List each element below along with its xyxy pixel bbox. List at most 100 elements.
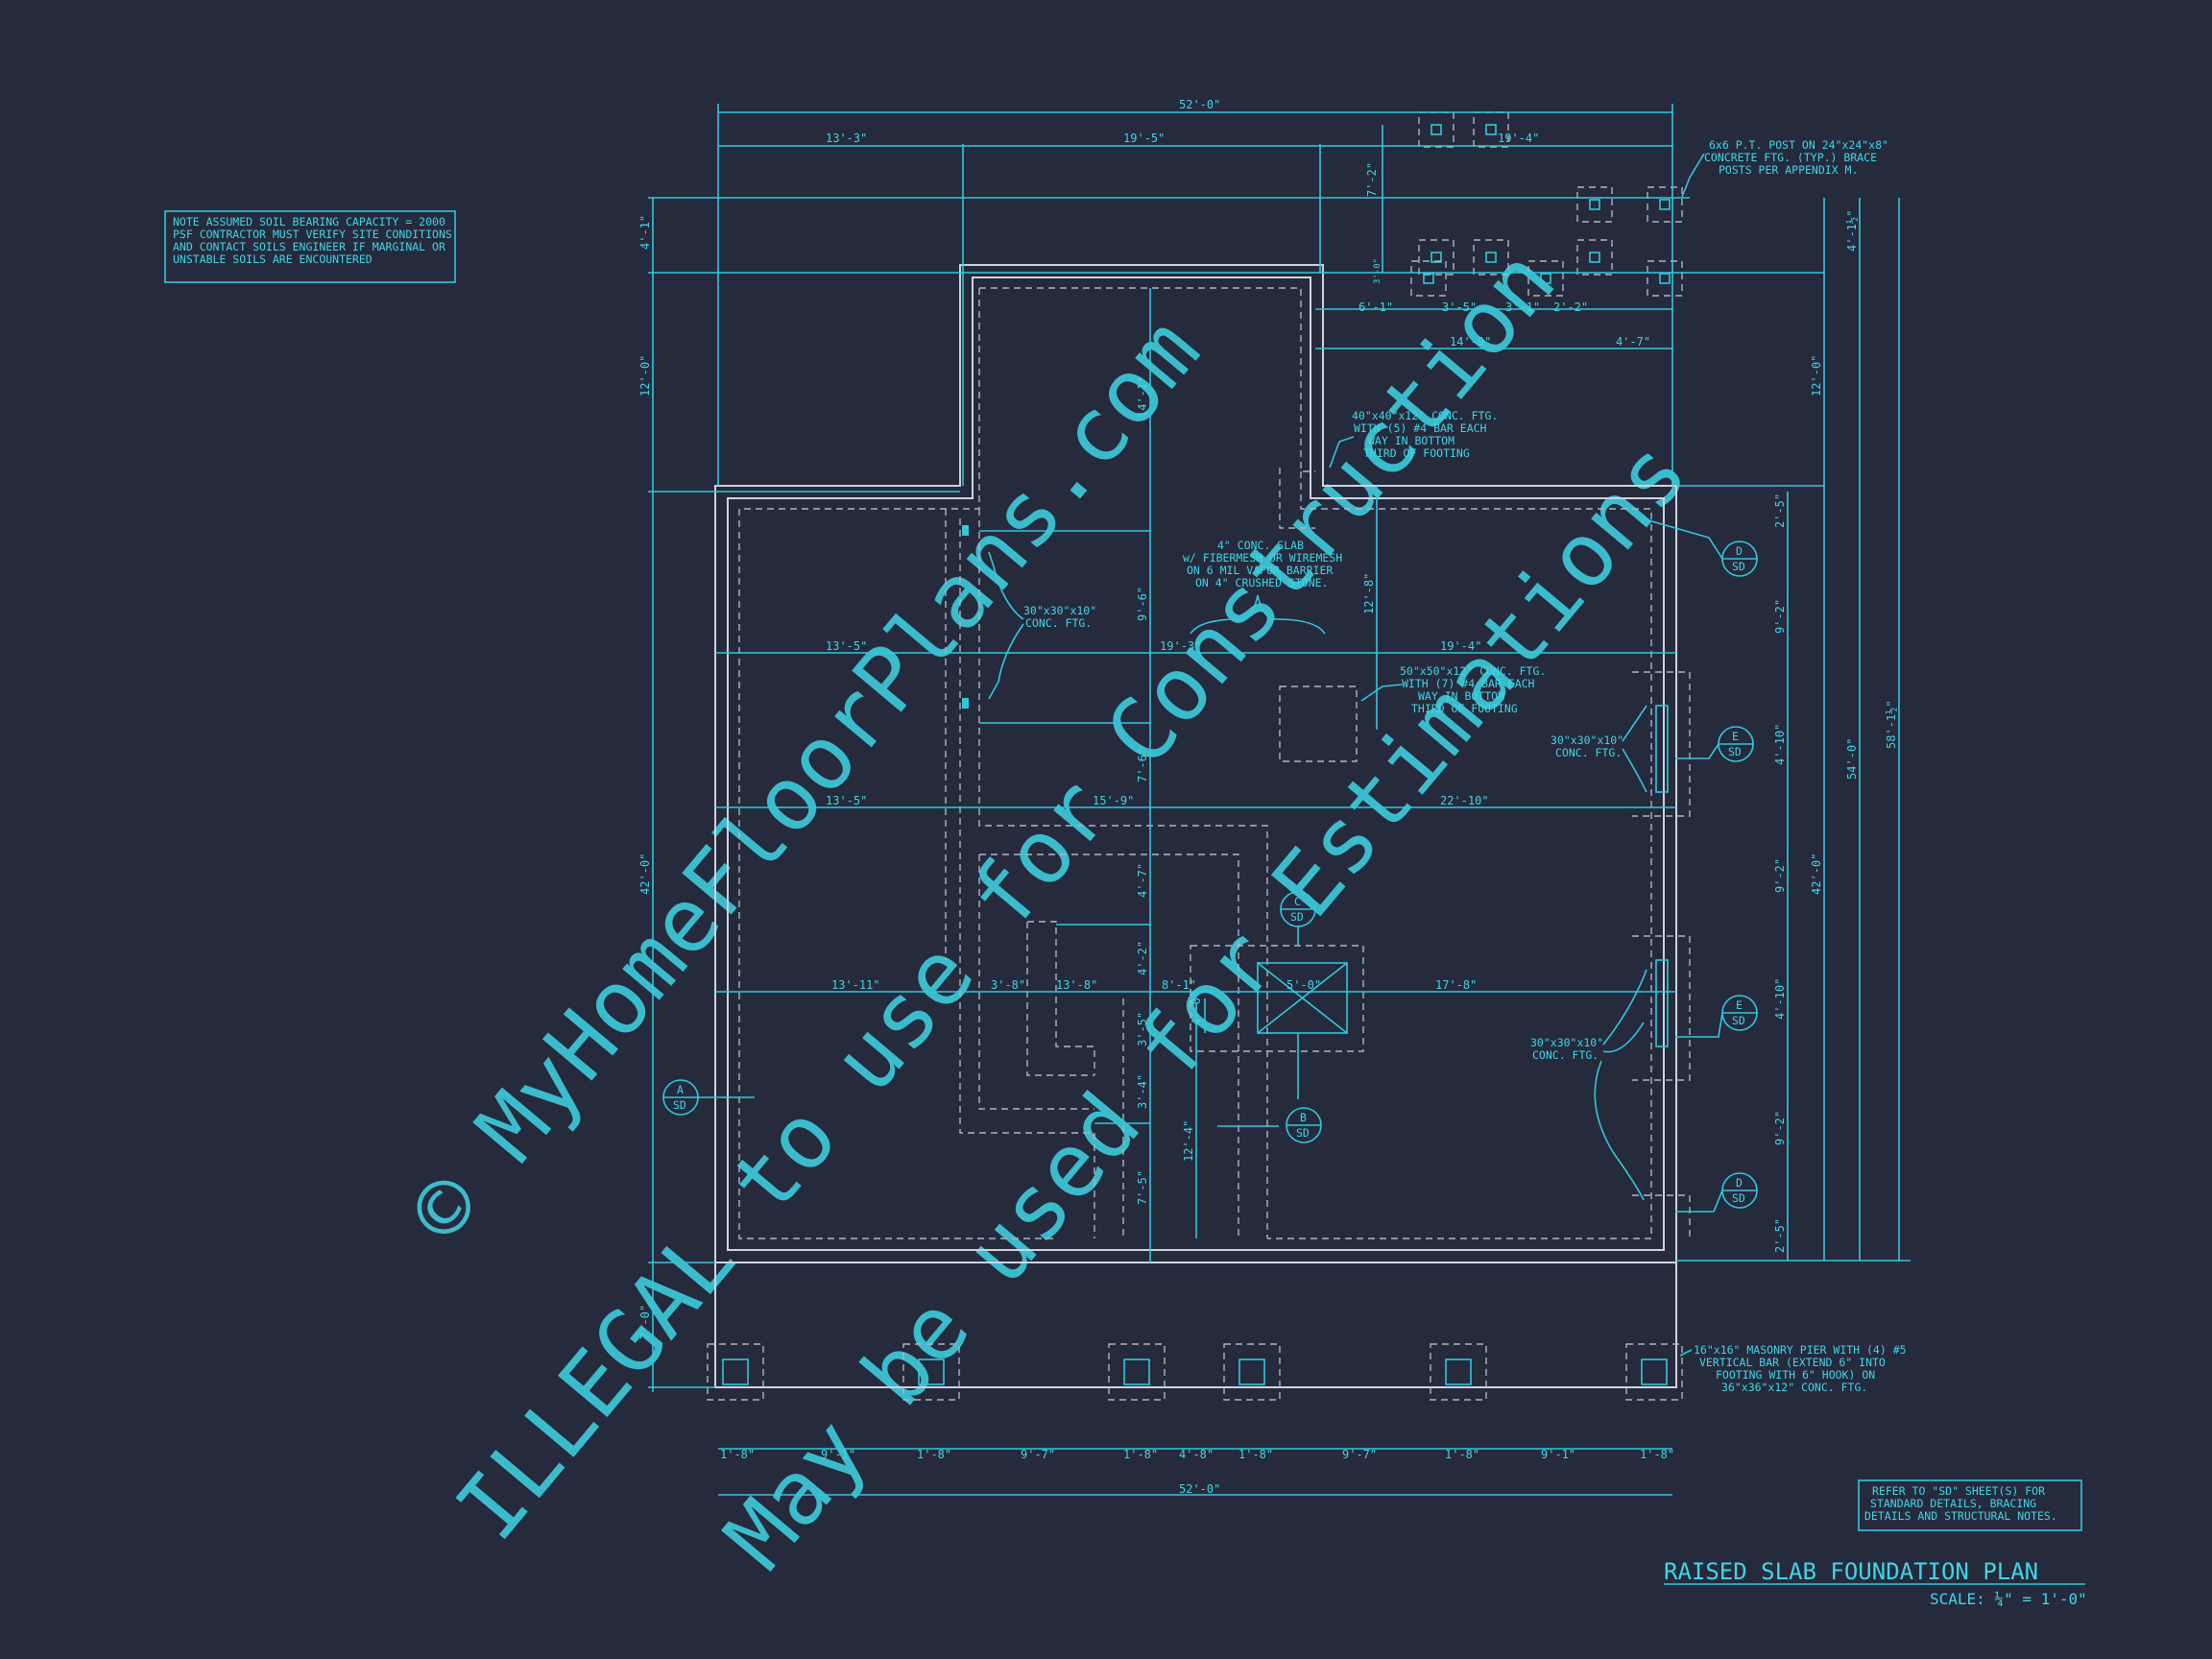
ftg50-note-line-3: WAY IN BOTTOM <box>1418 689 1504 703</box>
dim-right-inner-4: 9'-2" <box>1773 858 1787 893</box>
ftg30-right-lower-line-2: CONC. FTG. <box>1532 1048 1599 1062</box>
dim-int-v-7: 3'-4" <box>1136 1074 1149 1109</box>
post-note-line-3: POSTS PER APPENDIX M. <box>1719 163 1858 177</box>
dim-right-mid-2: 42'-0" <box>1810 854 1823 895</box>
section-marker-e-upper[interactable]: E SD <box>1675 726 1754 762</box>
dim-right-inner-1: 2'-5" <box>1773 493 1787 528</box>
drawing-title: RAISED SLAB FOUNDATION PLAN <box>1664 1558 2038 1585</box>
dim-bottom-6: 4'-8" <box>1179 1448 1214 1461</box>
dim-int-v-10: 4'-0" <box>1190 991 1203 1025</box>
refer-note-line-1: REFER TO "SD" SHEET(S) FOR <box>1872 1484 2045 1498</box>
dim-porch-right: 4'-7" <box>1616 335 1650 349</box>
dim-top-seg-2: 19'-5" <box>1123 132 1165 145</box>
section-marker-e-lower[interactable]: E SD <box>1675 995 1758 1038</box>
ftg40-note-line-4: THIRD OF FOOTING <box>1363 446 1470 460</box>
ftg50-note-line-1: 50"x50"x12" CONC. FTG. <box>1400 664 1546 678</box>
section-marker-a-sheet: SD <box>673 1098 686 1112</box>
section-marker-d-upper-sheet: SD <box>1732 560 1745 573</box>
section-marker-d-lower[interactable]: D SD <box>1675 1172 1758 1213</box>
section-marker-a-letter: A <box>677 1083 684 1096</box>
post-note-line-1: 6x6 P.T. POST ON 24"x24"x8" <box>1709 138 1888 152</box>
dim-porch-4: 2'-2" <box>1553 301 1588 314</box>
dim-left-2: 12'-0" <box>638 355 652 397</box>
soil-note-line-1: NOTE ASSUMED SOIL BEARING CAPACITY = 200… <box>173 215 445 228</box>
dim-row3-5: 17'-8" <box>1435 978 1477 992</box>
soil-note-line-4: UNSTABLE SOILS ARE ENCOUNTERED <box>173 252 373 266</box>
ftg30-right-lower-note: 30"x30"x10" CONC. FTG. <box>1530 969 1647 1201</box>
dim-top-seg-1: 13'-3" <box>826 132 867 145</box>
section-marker-c-sheet: SD <box>1290 910 1304 924</box>
pier-note-line-4: 36"x36"x12" CONC. FTG. <box>1721 1381 1867 1394</box>
dim-row1-2: 19'-3" <box>1160 639 1201 653</box>
dim-left-1: 4'-1" <box>638 215 652 250</box>
dim-bottom-5: 1'-8" <box>1123 1448 1158 1461</box>
post-note-line-2: CONCRETE FTG. (TYP.) BRACE <box>1704 151 1877 164</box>
dim-top-overall: 52'-0" <box>1179 98 1220 111</box>
dim-bottom-overall: 52'-0" <box>1179 1482 1220 1496</box>
dim-row2-1: 13'-5" <box>826 794 867 807</box>
ftg30-right-lower-line-1: 30"x30"x10" <box>1530 1036 1603 1049</box>
ftg30-right-upper-note: 30"x30"x10" CONC. FTG. <box>1551 705 1647 793</box>
dim-row1-3: 19'-4" <box>1440 639 1481 653</box>
fireplace-footing: 5'-0" <box>1257 962 1348 1034</box>
ftg40-note: 40"x40"x12" CONC. FTG. WITH (5) #4 BAR E… <box>1329 409 1498 469</box>
ftg50-note-line-4: THIRD OF FOOTING <box>1411 702 1518 715</box>
post-note: 6x6 P.T. POST ON 24"x24"x8" CONCRETE FTG… <box>1681 138 1888 198</box>
dim-row3-3: 13'-8" <box>1056 978 1097 992</box>
section-marker-a[interactable]: A SD <box>662 1079 755 1116</box>
dim-porch-total: 14'-9" <box>1450 335 1491 349</box>
drawing-scale: SCALE: ¼" = 1'-0" <box>1930 1590 2087 1608</box>
dim-int-v-2: 9'-6" <box>1136 587 1149 621</box>
dim-row1-1: 13'-5" <box>826 639 867 653</box>
dim-right-inner-6: 9'-2" <box>1773 1111 1787 1145</box>
dim-right-outer-3: 58'-1½" <box>1885 700 1898 749</box>
dim-right-inner-3: 4'-10" <box>1773 724 1787 765</box>
soil-bearing-note: NOTE ASSUMED SOIL BEARING CAPACITY = 200… <box>164 210 456 283</box>
pier-note-line-2: VERTICAL BAR (EXTEND 6" INTO <box>1699 1356 1886 1369</box>
soil-note-line-2: PSF CONTRACTOR MUST VERIFY SITE CONDITIO… <box>173 228 452 241</box>
dim-bottom-8: 9'-7" <box>1342 1448 1377 1461</box>
refer-note-line-3: DETAILS AND STRUCTURAL NOTES. <box>1864 1509 2057 1523</box>
dim-left-4: 7'-0" <box>638 1305 652 1339</box>
section-marker-d-upper[interactable]: D SD <box>1641 517 1758 577</box>
column-marker-upper <box>962 525 969 536</box>
watermark: © MyHomeFloorPlans.com ILLEGAL to use fo… <box>389 230 1707 1588</box>
dim-row2-2: 15'-9" <box>1093 794 1134 807</box>
dim-bottom-1: 1'-8" <box>720 1448 755 1461</box>
dim-right-mid-1: 12'-0" <box>1810 355 1823 397</box>
dim-int-v-5: 4'-2" <box>1136 941 1149 975</box>
soil-note-line-3: AND CONTACT SOILS ENGINEER IF MARGINAL O… <box>173 240 445 253</box>
section-marker-d-lower-letter: D <box>1736 1176 1743 1190</box>
section-marker-d-upper-letter: D <box>1736 544 1743 558</box>
dim-bottom-11: 1'-8" <box>1640 1448 1674 1461</box>
dim-top-small-vertical: 7'-2" <box>1365 162 1379 197</box>
dim-right-inner-2: 9'-2" <box>1773 599 1787 634</box>
slab-note-line-1: 4" CONC. SLAB <box>1217 539 1304 552</box>
footing-layout <box>738 287 1691 1239</box>
ftg40-note-line-3: WAY IN BOTTOM <box>1368 434 1455 447</box>
section-marker-c[interactable]: C SD <box>1280 891 1316 946</box>
ftg30-left-line-1: 30"x30"x10" <box>1023 604 1096 617</box>
slab-note-line-3: ON 6 MIL VAPOR BARRIER <box>1187 564 1333 577</box>
section-marker-e-lower-letter: E <box>1736 998 1743 1012</box>
dim-porch-2: 3'-5" <box>1442 301 1477 314</box>
ftg30-left-note: 30"x30"x10" CONC. FTG. <box>988 551 1096 700</box>
dim-tiny-vertical: 3'-0" <box>1373 258 1382 284</box>
dim-row2-3: 22'-10" <box>1440 794 1489 807</box>
slab-note: 4" CONC. SLAB w/ FIBERMESH OR WIREMESH O… <box>1183 539 1342 635</box>
pier-note: 16"x16" MASONRY PIER WITH (4) #5 VERTICA… <box>1679 1343 1907 1394</box>
dim-int-v-9: 12'-4" <box>1182 1120 1195 1162</box>
section-marker-e-upper-letter: E <box>1732 730 1739 743</box>
dim-right-outer-1: 4'-1½" <box>1845 210 1859 252</box>
porch-posts <box>1410 111 1683 297</box>
refer-note-line-2: STANDARD DETAILS, BRACING <box>1870 1497 2036 1510</box>
ftg50-note-line-2: WITH (7) #4 BAR EACH <box>1402 677 1535 690</box>
pier-note-line-3: FOOTING WITH 6" HOOK) ON <box>1716 1368 1875 1382</box>
dim-row3-1: 13'-11" <box>831 978 880 992</box>
dim-right-outer-2: 54'-0" <box>1845 738 1859 780</box>
slab-note-line-4: ON 4" CRUSHED STONE. <box>1195 576 1328 589</box>
dim-int-v-1: 14'-1" <box>1136 376 1149 418</box>
ftg40-note-line-1: 40"x40"x12" CONC. FTG. <box>1352 409 1498 422</box>
section-marker-b[interactable]: B SD <box>1286 1107 1322 1143</box>
